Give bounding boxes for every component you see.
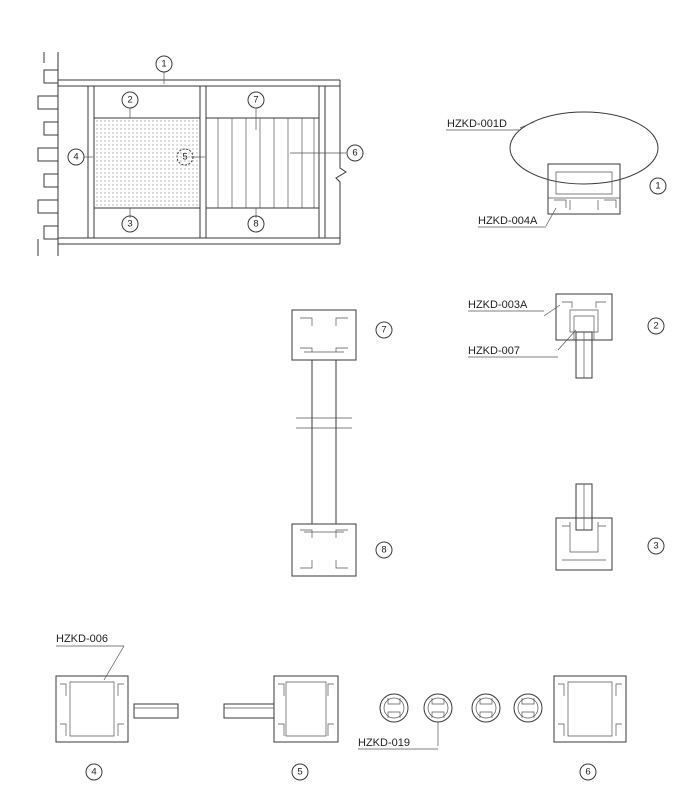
callout-4-elevation: 4 xyxy=(67,148,85,166)
svg-text:3: 3 xyxy=(127,219,132,230)
section-2-midrail xyxy=(543,293,613,379)
hzkd-019-caps xyxy=(379,693,543,746)
callout-1-elevation: 1 xyxy=(155,55,173,73)
elevation-leaders xyxy=(84,72,346,218)
callout-8-elevation: 8 xyxy=(247,215,265,233)
section-5 xyxy=(223,675,339,743)
svg-text:6: 6 xyxy=(352,148,357,159)
bottom-rail xyxy=(58,237,340,245)
svg-text:3: 3 xyxy=(653,541,658,552)
svg-text:5: 5 xyxy=(182,152,187,163)
railing-elevation xyxy=(37,52,347,256)
posts xyxy=(87,86,326,238)
callout-3-section: 3 xyxy=(647,537,665,555)
label-hzkd-019: HZKD-019 xyxy=(358,737,410,749)
svg-text:5: 5 xyxy=(297,767,302,778)
perforated-panel xyxy=(94,117,200,209)
callout-5-elevation: 5 xyxy=(176,148,194,166)
label-hzkd-004a: HZKD-004A xyxy=(478,215,538,227)
svg-text:1: 1 xyxy=(161,59,166,70)
label-hzkd-003a: HZKD-003A xyxy=(468,299,528,311)
callout-7-section: 7 xyxy=(375,321,393,339)
label-hzkd-007: HZKD-007 xyxy=(468,345,520,357)
svg-text:2: 2 xyxy=(127,95,132,106)
svg-text:8: 8 xyxy=(253,219,258,230)
callout-3-elevation: 3 xyxy=(121,215,139,233)
callout-7-elevation: 7 xyxy=(247,91,265,109)
callout-1-section: 1 xyxy=(649,177,667,195)
svg-text:4: 4 xyxy=(73,152,78,163)
top-rail xyxy=(58,79,340,87)
callout-5-section: 5 xyxy=(291,763,309,781)
svg-text:7: 7 xyxy=(381,325,386,336)
section-3-bottomrail xyxy=(555,483,613,571)
callout-6-elevation: 6 xyxy=(346,144,364,162)
svg-text:7: 7 xyxy=(253,95,258,106)
label-hzkd-001d: HZKD-001D xyxy=(447,118,507,130)
svg-text:1: 1 xyxy=(655,181,660,192)
handrail-channel xyxy=(547,163,621,215)
svg-text:4: 4 xyxy=(91,767,96,778)
svg-text:6: 6 xyxy=(585,767,590,778)
section-7-8 xyxy=(291,309,357,577)
callouts: 1 2 7 4 5 6 3 8 1 2 3 7 8 4 5 6 xyxy=(67,55,667,781)
label-hzkd-006: HZKD-006 xyxy=(56,633,108,645)
svg-text:8: 8 xyxy=(381,545,386,556)
section-1-handrail xyxy=(509,111,659,227)
part-labels: HZKD-001D HZKD-004A HZKD-003A HZKD-007 H… xyxy=(56,118,558,750)
callout-6-section: 6 xyxy=(579,763,597,781)
oval-handrail xyxy=(509,111,659,185)
callout-8-section: 8 xyxy=(375,541,393,559)
section-6 xyxy=(553,675,627,743)
callout-2-elevation: 2 xyxy=(121,91,139,109)
section-4 xyxy=(55,645,179,743)
callout-4-section: 4 xyxy=(85,763,103,781)
break-line xyxy=(335,80,347,244)
brick-wall xyxy=(37,52,59,256)
svg-text:2: 2 xyxy=(653,321,658,332)
slat-panel xyxy=(206,117,319,209)
callout-2-section: 2 xyxy=(647,317,665,335)
